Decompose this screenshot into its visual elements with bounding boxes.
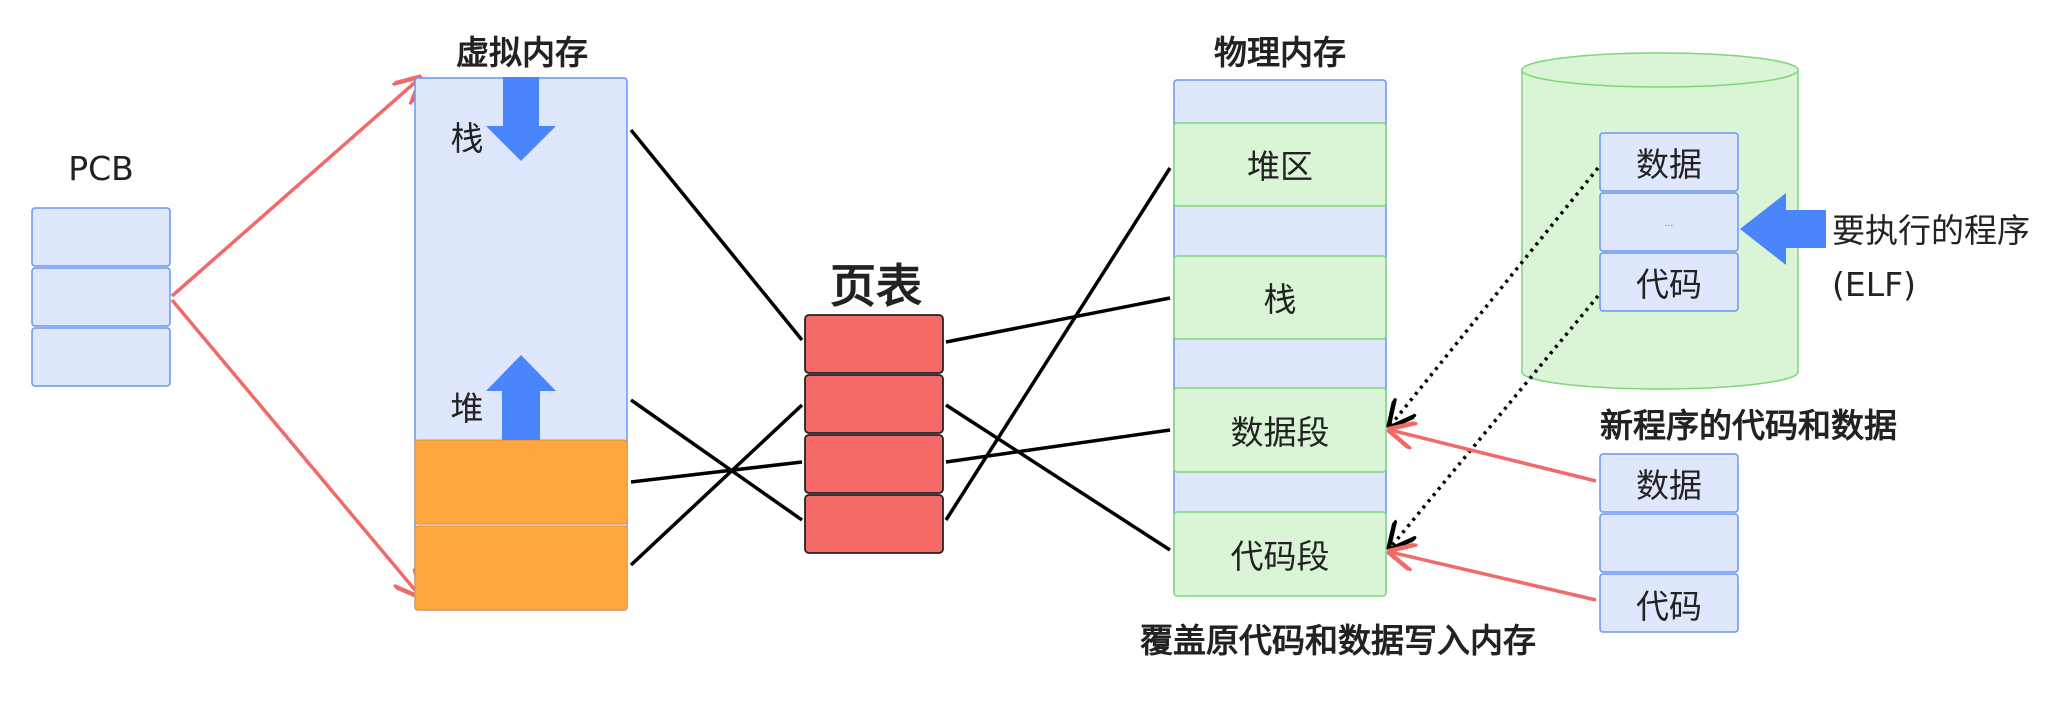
physical-data-segment: 数据段 — [1173, 387, 1387, 473]
new-program-code-cell: 代码 — [1599, 573, 1739, 633]
page-table-entry — [804, 314, 944, 374]
pcb-cell — [31, 207, 171, 267]
pcb-cell — [31, 327, 171, 387]
physical-code-label: 代码段 — [1231, 537, 1330, 576]
new-program-data-cell: 数据 — [1599, 453, 1739, 513]
disk-data-label: 数据 — [1636, 145, 1702, 184]
page-table-entry — [804, 374, 944, 434]
pcb-label: PCB — [68, 149, 134, 188]
pcb-to-vm-arrow — [170, 298, 420, 596]
mapping-line — [629, 398, 804, 522]
new-program-code-label: 代码 — [1636, 587, 1702, 626]
disk-data-cell: 数据 — [1599, 132, 1739, 192]
load-program-arrow-shape — [1740, 193, 1826, 265]
disk-code-cell: 代码 — [1599, 252, 1739, 312]
overwrite-caption: 覆盖原代码和数据写入内存 — [1140, 621, 1536, 660]
physical-stack-segment: 栈 — [1173, 255, 1387, 340]
page-table-title: 页表 — [830, 259, 922, 313]
physical-memory-title: 物理内存 — [1214, 33, 1346, 72]
new-data-to-pm-arrow — [1390, 430, 1597, 483]
new-program-data-label: 数据 — [1636, 466, 1702, 505]
virtual-memory-orange-segment — [414, 439, 628, 525]
page-table-to-pm-lines — [944, 167, 1172, 552]
page-table-entry — [804, 494, 944, 554]
pcb-cell — [31, 267, 171, 327]
disk-ellipsis-label: ... — [1665, 219, 1674, 229]
physical-heap-segment: 堆区 — [1173, 122, 1387, 207]
pcb-to-vm-arrow — [170, 78, 420, 298]
mapping-line — [945, 403, 1171, 552]
page-table-entry — [804, 434, 944, 494]
mapping-line — [945, 296, 1171, 344]
new-code-to-pm-arrow — [1390, 552, 1597, 602]
mapping-line — [630, 460, 803, 484]
program-note-line1: 要执行的程序 — [1832, 211, 2030, 250]
mapping-line — [945, 428, 1171, 464]
virtual-memory-orange-segment — [414, 525, 628, 611]
heap-up-arrow-icon — [486, 355, 556, 440]
mapping-line — [629, 403, 804, 567]
disk-code-to-pm-dotted-arrow — [1390, 294, 1600, 548]
physical-stack-label: 栈 — [1264, 280, 1297, 319]
disk-code-label: 代码 — [1636, 265, 1702, 304]
physical-data-label: 数据段 — [1231, 413, 1330, 452]
virtual-stack-label: 栈 — [451, 119, 484, 158]
program-note-line2: (ELF) — [1832, 265, 1916, 304]
vm-to-page-table-lines — [629, 128, 804, 567]
page-table-block — [804, 314, 944, 554]
new-program-title: 新程序的代码和数据 — [1600, 406, 1897, 445]
virtual-memory-title: 虚拟内存 — [456, 33, 588, 72]
mapping-line — [629, 128, 804, 342]
physical-heap-label: 堆区 — [1247, 147, 1313, 186]
new-program-empty-cell — [1599, 513, 1739, 573]
stack-down-arrow-icon — [486, 77, 556, 161]
virtual-heap-label: 堆 — [451, 389, 484, 428]
pcb-block — [31, 207, 171, 387]
load-program-arrow-icon — [1825, 197, 1827, 211]
disk-ellipsis-cell: ... — [1599, 192, 1739, 252]
mapping-line — [944, 167, 1172, 521]
physical-code-segment: 代码段 — [1173, 511, 1387, 597]
